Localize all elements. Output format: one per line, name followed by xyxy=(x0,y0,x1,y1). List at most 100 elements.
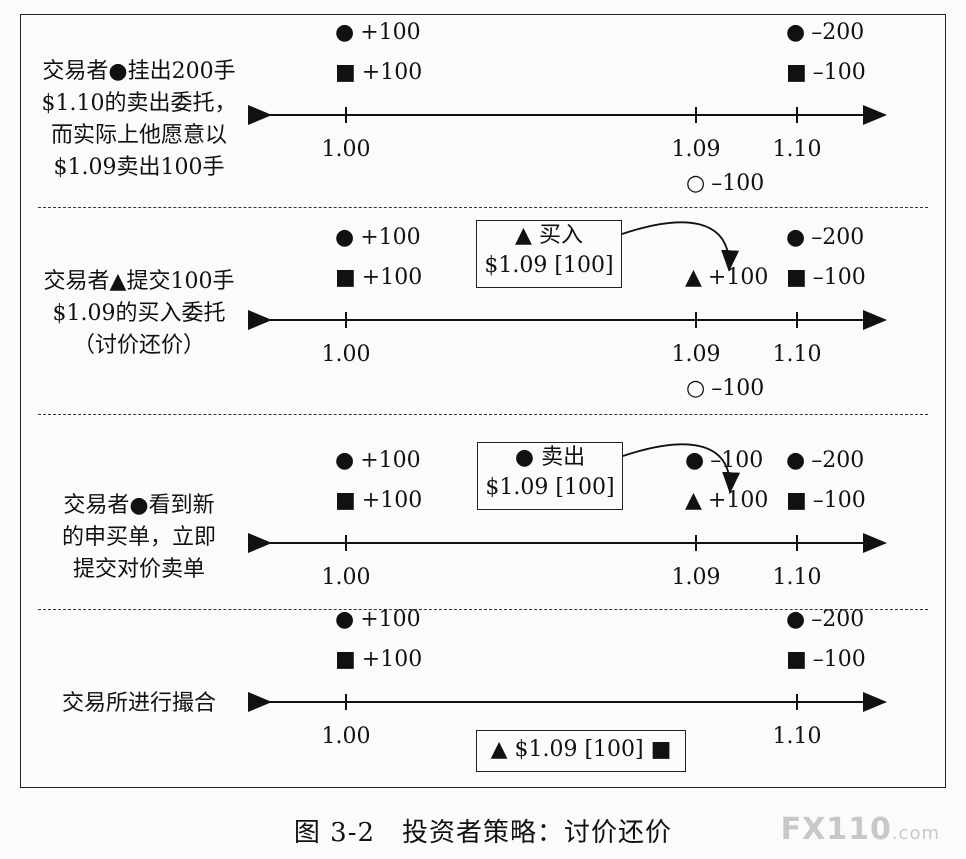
circle-marker-icon: ● xyxy=(685,448,705,473)
order-entry: ●–100 xyxy=(685,448,763,474)
circle-marker-icon: ● xyxy=(335,20,355,45)
order-entry: ■+100 xyxy=(335,265,422,291)
square-marker-icon: ■ xyxy=(786,488,807,513)
order-quantity: +100 xyxy=(707,265,769,290)
triangle-marker-icon: ▲ xyxy=(685,265,702,290)
circle-marker-icon: ● xyxy=(335,225,355,250)
tick-label: 1.09 xyxy=(671,342,721,367)
order-quantity: –100 xyxy=(711,171,765,196)
order-side: ● 卖出 xyxy=(514,445,586,470)
section-label-line: 交易者●挂出200手 xyxy=(42,59,236,84)
section-label: 交易者●挂出200手 $1.10的卖出委托， 而实际上他愿意以 $1.09卖出100手 xyxy=(14,56,264,184)
tick-label: 1.00 xyxy=(321,342,371,367)
section-label-line: $1.10的卖出委托， xyxy=(41,91,237,116)
order-quantity: –100 xyxy=(812,265,866,290)
order-quantity: –100 xyxy=(812,647,866,672)
order-entry: ■+100 xyxy=(335,488,422,514)
section-label-line: 提交对价卖单 xyxy=(72,557,205,582)
diagram-frame xyxy=(20,14,946,788)
order-quantity: +100 xyxy=(360,448,421,473)
tick-label: 1.09 xyxy=(671,565,721,590)
section-label-line: 交易者▲提交100手 xyxy=(43,269,235,294)
square-marker-icon: ■ xyxy=(786,647,807,672)
order-quantity: +100 xyxy=(361,60,423,85)
tick-label: 1.10 xyxy=(772,342,822,367)
order-entry: ■+100 xyxy=(335,647,422,673)
order-entry: ●–200 xyxy=(786,607,864,633)
order-entry: ■–100 xyxy=(786,265,866,291)
order-entry: ▲+100 xyxy=(685,488,768,514)
order-entry: ●–200 xyxy=(786,20,864,46)
order-entry: ●+100 xyxy=(335,225,421,251)
section-label: 交易者●看到新的申买单，立即提交对价卖单 xyxy=(14,490,264,586)
square-marker-icon: ■ xyxy=(335,647,356,672)
hidden-order-entry: ○–100 xyxy=(686,171,764,197)
section-label-line: 交易者●看到新 xyxy=(63,493,215,518)
hollow-circle-marker-icon: ○ xyxy=(686,376,706,401)
tick-label: 1.10 xyxy=(772,565,822,590)
triangle-marker-icon: ▲ xyxy=(685,488,702,513)
section-label: 交易者▲提交100手 $1.09的买入委托 （讨价还价） xyxy=(14,266,264,362)
hidden-order-entry: ○–100 xyxy=(686,376,764,402)
hollow-circle-marker-icon: ○ xyxy=(686,171,706,196)
order-quantity: –200 xyxy=(811,607,865,632)
circle-marker-icon: ● xyxy=(786,20,806,45)
submission-arrow xyxy=(621,221,740,272)
square-marker-icon: ■ xyxy=(335,488,356,513)
circle-marker-icon: ● xyxy=(786,225,806,250)
order-submission-box: ▲ 买入 $1.09 [100] xyxy=(476,220,622,288)
order-quantity: +100 xyxy=(360,20,421,45)
order-quantity: –200 xyxy=(811,225,865,250)
section-divider xyxy=(38,414,928,415)
square-marker-icon: ■ xyxy=(786,265,807,290)
order-quantity: +100 xyxy=(361,265,423,290)
order-entry: ■+100 xyxy=(335,60,422,86)
section-label-line: $1.09卖出100手 xyxy=(53,155,225,180)
tick-label: 1.00 xyxy=(321,565,371,590)
figure-caption: 图 3-2 投资者策略：讨价还价 xyxy=(293,818,673,848)
order-entry: ■–100 xyxy=(786,488,866,514)
order-entry: ▲+100 xyxy=(685,265,768,291)
order-entry: ■–100 xyxy=(786,647,866,673)
section-divider xyxy=(38,609,928,610)
section-label-line: $1.09的买入委托 xyxy=(52,301,226,326)
order-quantity: +100 xyxy=(361,488,423,513)
circle-marker-icon: ● xyxy=(335,607,355,632)
order-side: ▲ 买入 xyxy=(515,223,583,248)
tick-label: 1.10 xyxy=(772,137,822,162)
section-label: 交易所进行撮合 xyxy=(14,688,264,720)
tick-label: 1.09 xyxy=(671,137,721,162)
section-label-line: 而实际上他愿意以 xyxy=(50,123,227,148)
square-marker-icon: ■ xyxy=(335,265,356,290)
order-entry: ●+100 xyxy=(335,20,421,46)
section-label-line: 交易所进行撮合 xyxy=(61,691,216,716)
circle-marker-icon: ● xyxy=(786,448,806,473)
section-divider xyxy=(38,207,928,208)
order-entry: ●–200 xyxy=(786,448,864,474)
square-marker-icon: ■ xyxy=(786,60,807,85)
order-entry: ●–200 xyxy=(786,225,864,251)
order-price-size: $1.09 [100] xyxy=(484,253,614,278)
section-label-line: 的申买单，立即 xyxy=(61,525,216,550)
submission-arrow xyxy=(622,443,741,494)
tick-label: 1.00 xyxy=(321,724,371,749)
matched-trade-box: ▲ $1.09 [100] ■ xyxy=(476,730,686,772)
order-submission-box: ● 卖出 $1.09 [100] xyxy=(477,442,623,510)
tick-label: 1.00 xyxy=(321,137,371,162)
order-quantity: +100 xyxy=(361,647,423,672)
order-quantity: –100 xyxy=(710,448,764,473)
order-quantity: –200 xyxy=(811,20,865,45)
tick-label: 1.10 xyxy=(772,724,822,749)
order-price-size: $1.09 [100] xyxy=(485,475,615,500)
watermark-logo: FX110.com xyxy=(780,812,940,847)
circle-marker-icon: ● xyxy=(335,448,355,473)
circle-marker-icon: ● xyxy=(786,607,806,632)
order-entry: ●+100 xyxy=(335,448,421,474)
order-quantity: +100 xyxy=(360,225,421,250)
order-quantity: +100 xyxy=(707,488,769,513)
order-quantity: +100 xyxy=(360,607,421,632)
section-label-line: （讨价还价） xyxy=(72,333,205,358)
order-quantity: –200 xyxy=(811,448,865,473)
order-quantity: –100 xyxy=(812,488,866,513)
